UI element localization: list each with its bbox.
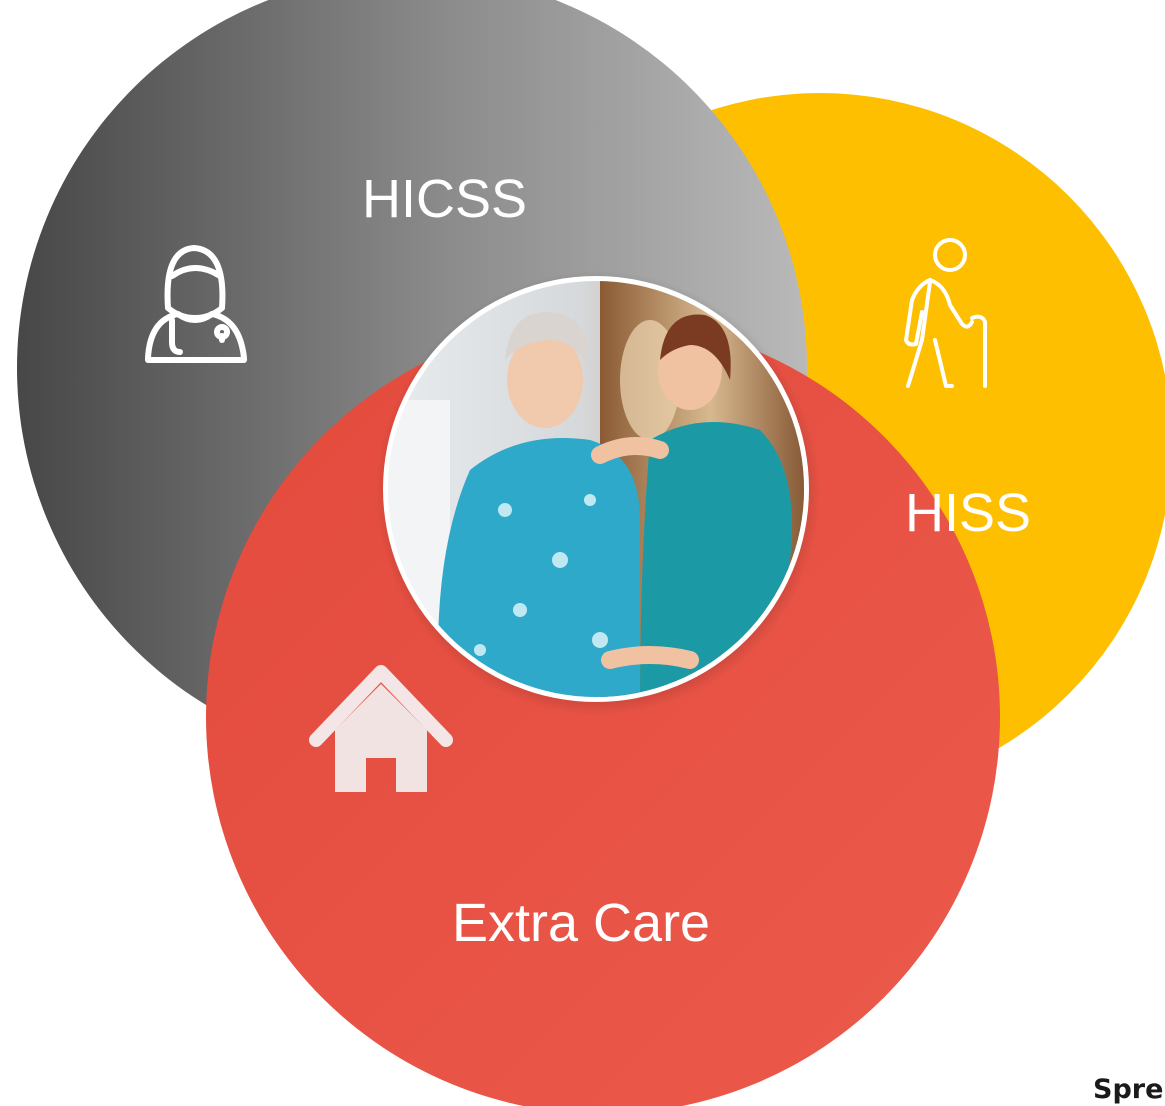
nurse-icon xyxy=(145,245,247,363)
hiss-label: HISS xyxy=(905,483,1032,543)
extra-care-label: Extra Care xyxy=(452,893,711,953)
brand-watermark-text: Spre xyxy=(1093,1074,1164,1105)
house-icon xyxy=(309,665,453,792)
elderly-walking-cane-icon xyxy=(904,238,987,388)
hicss-label: HICSS xyxy=(362,169,528,229)
